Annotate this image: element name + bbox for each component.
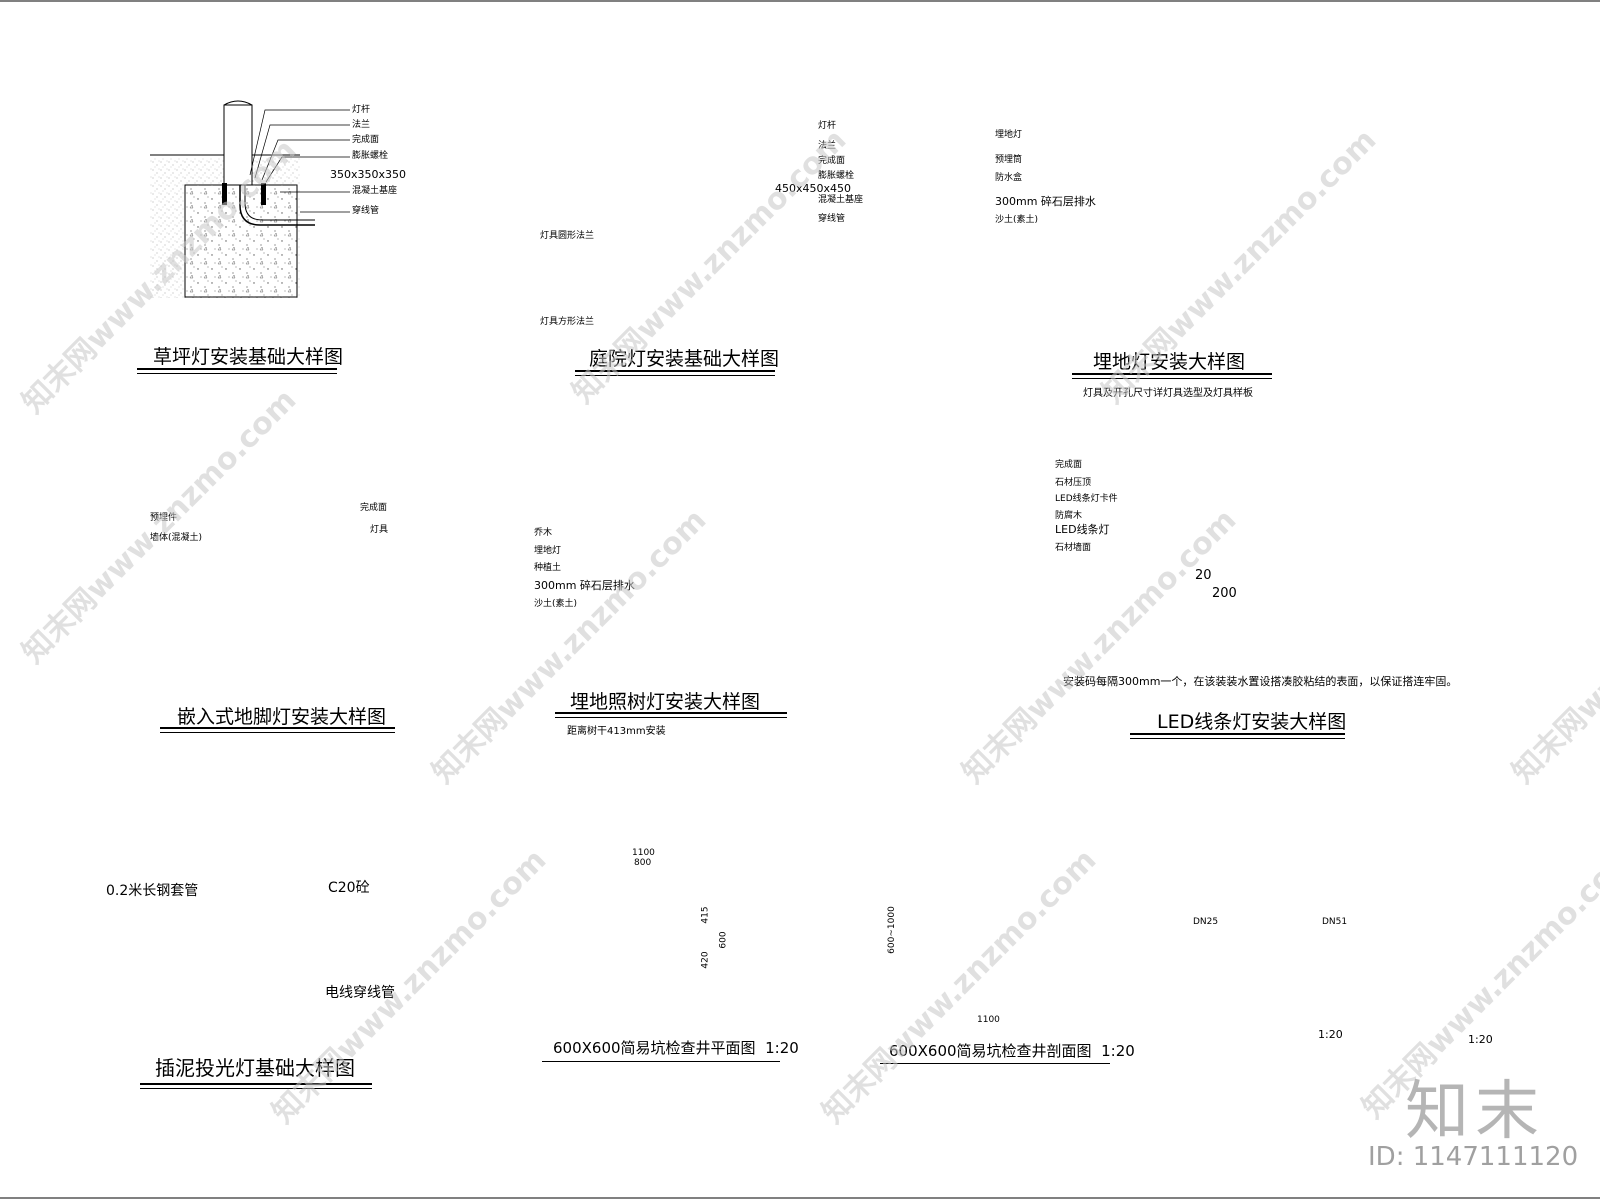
- tree-note: 距离树干413mm安装: [567, 726, 666, 737]
- buried-note-2: 预埋筒: [995, 155, 1023, 165]
- title-underline: [1130, 733, 1345, 735]
- spike-concrete-label: C20砼: [328, 880, 370, 896]
- garden-note-4: 膨胀螺栓: [818, 171, 855, 181]
- led-note-4: 防腐木: [1055, 511, 1083, 521]
- box1-left-label: DN25: [1193, 917, 1219, 927]
- garden-note-1: 灯杆: [818, 121, 837, 131]
- led-dim-1: 20: [1195, 568, 1212, 583]
- lawn-light-detail: [150, 100, 350, 298]
- garden-note-5: 混凝土基座: [818, 195, 864, 205]
- lawn-note-5: 混凝土基座: [352, 186, 398, 196]
- garden-flange-square-label: 灯具方形法兰: [540, 317, 595, 327]
- garden-note-3: 完成面: [818, 156, 846, 166]
- plan-dim-r1: 415: [700, 906, 711, 924]
- lawn-note-2: 法兰: [352, 120, 371, 130]
- title-led-light: LED线条灯安装大样图: [1157, 711, 1347, 733]
- lawn-note-6: 穿线管: [352, 206, 380, 216]
- buried-note-5: 沙土(素土): [995, 215, 1039, 225]
- title-underline: [575, 375, 775, 376]
- lawn-note-1: 灯杆: [352, 105, 371, 115]
- title-underline: [555, 717, 787, 718]
- buried-note-3: 防水盒: [995, 173, 1023, 183]
- tree-note-3: 种植土: [534, 563, 562, 573]
- embedded-note-4: 灯具: [370, 525, 389, 535]
- led-dim-2: 200: [1212, 586, 1237, 601]
- garden-size-label: 450x450x450: [775, 182, 852, 195]
- spike-conduit-label: 电线穿线管: [325, 985, 395, 1001]
- plan-dim-r2: 600: [718, 931, 729, 949]
- box1-scale: 1:20: [1318, 1028, 1343, 1041]
- title-underline: [160, 727, 395, 729]
- tree-note-2: 埋地灯: [534, 546, 562, 556]
- buried-gravel-label: 300mm 碎石层排水: [995, 195, 1096, 208]
- title-underline: [137, 368, 337, 370]
- lawn-note-4: 膨胀螺栓: [352, 151, 389, 161]
- embedded-note-1: 预埋件: [150, 513, 178, 523]
- title-lawn-light: 草坪灯安装基础大样图: [153, 346, 344, 368]
- garden-flange-round-label: 灯具圆形法兰: [540, 231, 595, 241]
- brand-logo: 知末: [1405, 1075, 1545, 1149]
- tree-gravel-label: 300mm 碎石层排水: [534, 579, 635, 592]
- title-tree-light: 埋地照树灯安装大样图: [570, 691, 761, 713]
- box1-right-label: DN51: [1322, 917, 1348, 927]
- garden-note-2: 法兰: [818, 141, 837, 151]
- title-pit-plan: 600X600简易坑检查井平面图 1:20: [553, 1039, 799, 1057]
- title-buried-light: 埋地灯安装大样图: [1093, 351, 1246, 373]
- sec-dim-bottom: 1100: [977, 1015, 1000, 1025]
- embedded-note-3: 完成面: [360, 503, 388, 513]
- title-underline: [1072, 373, 1272, 375]
- embedded-note-2: 墙体(混凝土): [150, 533, 203, 543]
- led-note-2: 石材压顶: [1055, 478, 1092, 488]
- title-underline: [140, 1083, 372, 1085]
- buried-note-1: 埋地灯: [995, 130, 1023, 140]
- title-spike-light: 插泥投光灯基础大样图: [155, 1056, 355, 1080]
- title-embedded-light: 嵌入式地脚灯安装大样图: [177, 706, 387, 728]
- led-note-6: 石材墙面: [1055, 543, 1092, 553]
- id-label: ID: 1147111120: [1368, 1142, 1579, 1172]
- title-underline: [137, 373, 337, 374]
- title-garden-light: 庭院灯安装基础大样图: [589, 348, 780, 370]
- title-underline: [1130, 738, 1345, 739]
- buried-note: 灯具及开孔尺寸详灯具选型及灯具样板: [1083, 388, 1253, 399]
- lawn-size-label: 350x350x350: [330, 168, 407, 181]
- title-underline: [555, 712, 787, 714]
- led-note-1: 完成面: [1055, 460, 1083, 470]
- title-underline: [1072, 378, 1272, 379]
- sec-dim-left: 600~1000: [886, 906, 897, 954]
- tree-note-5: 沙土(素土): [534, 599, 578, 609]
- lawn-note-3: 完成面: [352, 135, 380, 145]
- title-pit-section: 600X600简易坑检查井剖面图 1:20: [889, 1042, 1135, 1060]
- title-underline: [140, 1088, 372, 1089]
- title-underline: [160, 732, 395, 733]
- plan-dim-r3: 420: [700, 951, 711, 969]
- plan-dim-outer: 1100: [632, 848, 655, 858]
- title-underline: [575, 370, 775, 372]
- tree-note-1: 乔木: [534, 528, 553, 538]
- spike-pipe-label: 0.2米长钢套管: [106, 883, 199, 899]
- plan-dim-inner: 800: [634, 858, 652, 868]
- garden-note-6: 穿线管: [818, 214, 846, 224]
- title-underline: [542, 1061, 780, 1062]
- led-note-3: LED线条灯卡件: [1055, 494, 1118, 504]
- title-underline: [880, 1063, 1110, 1064]
- led-label: LED线条灯: [1055, 523, 1110, 536]
- led-note: 安装码每隔300mm一个，在该装装水置设搭凑胶粘结的表面，以保证搭连牢固。: [1063, 675, 1458, 688]
- box2-scale: 1:20: [1468, 1033, 1493, 1046]
